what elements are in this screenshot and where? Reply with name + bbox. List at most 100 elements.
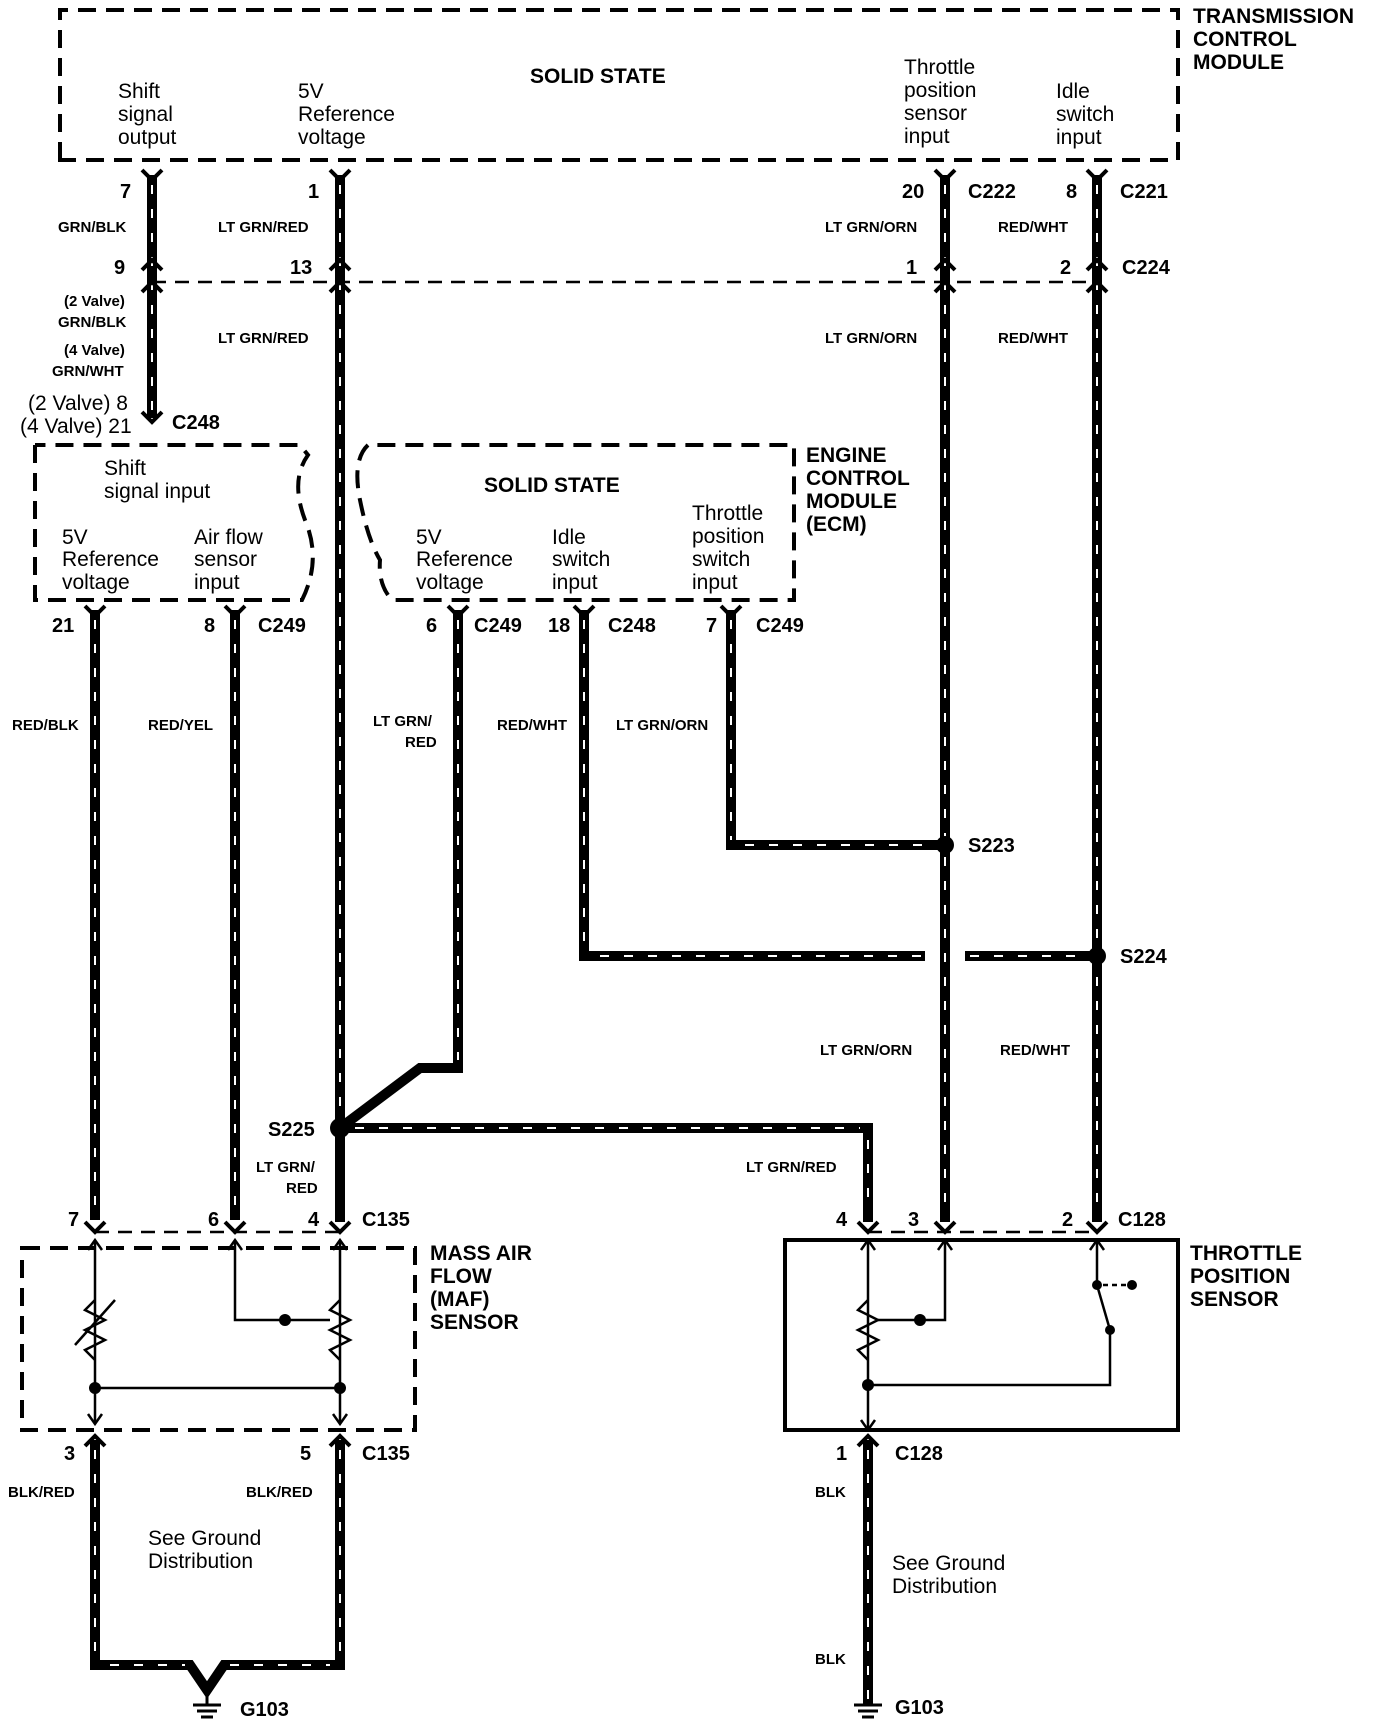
- connector-c249-b: C249: [474, 615, 522, 637]
- maf-title-1: MASS AIR: [430, 1242, 532, 1265]
- wire-label-lt-grn-orn-3: LT GRN/ORN: [616, 717, 708, 734]
- tcm-shift-output-3: output: [118, 126, 177, 149]
- wire-label-grn-blk: GRN/BLK: [58, 219, 126, 236]
- pin-c224-13: 13: [290, 257, 312, 279]
- wire-label-lt-grn-red-2: LT GRN/RED: [218, 330, 309, 347]
- tcm-idle-input-1: Idle: [1056, 80, 1090, 103]
- wire-label-blk-2: BLK: [815, 1651, 846, 1668]
- connector-c248-b: C248: [608, 615, 656, 637]
- ecm-title-1: ENGINE: [806, 444, 887, 467]
- ecm-idle-1: Idle: [552, 526, 586, 549]
- ground-g103-left: G103: [240, 1699, 289, 1721]
- ecm-shift-input-2: signal input: [104, 480, 210, 503]
- pin-tcm-8: 8: [1066, 181, 1077, 203]
- wire-label-lt-grn-slash: LT GRN/: [373, 713, 433, 730]
- connector-marks: [140, 168, 1109, 294]
- wire-label-red-wht-1: RED/WHT: [998, 219, 1068, 236]
- wire-label-lt-grn-orn-4: LT GRN/ORN: [820, 1042, 912, 1059]
- pin-maf-3: 3: [64, 1443, 75, 1465]
- ground-note-right-1: See Ground: [892, 1552, 1005, 1575]
- throttle-position-sensor: THROTTLE POSITION SENSOR: [783, 1237, 1302, 1433]
- ecm-ref-right-1: 5V: [416, 526, 442, 549]
- tcm-tps-input-2: position: [904, 79, 976, 102]
- ecm-title-2: CONTROL: [806, 467, 910, 490]
- ground-note-left-1: See Ground: [148, 1527, 261, 1550]
- ecm-tps-switch-1: Throttle: [692, 502, 763, 525]
- splice-s225: [330, 1118, 350, 1138]
- ecm-shift-input-1: Shift: [104, 457, 146, 480]
- ecm-connector-marks: [83, 410, 743, 619]
- maf-variable-resistor: [82, 1299, 108, 1361]
- ground-g103-right: G103: [895, 1697, 944, 1719]
- tcm-title-1: TRANSMISSION: [1193, 5, 1354, 28]
- splice-s224-label: S224: [1120, 946, 1168, 968]
- tcm-ref-voltage-3: voltage: [298, 126, 366, 149]
- connector-c128-top: C128: [1118, 1209, 1166, 1231]
- wire-label-red-blk: RED/BLK: [12, 717, 79, 734]
- c135-c128-marks: [83, 1220, 1109, 1235]
- pin-ecm-18: 18: [548, 615, 570, 637]
- pin-tps-1: 1: [836, 1443, 847, 1465]
- tps-title-2: POSITION: [1190, 1265, 1290, 1288]
- ground-symbol-left: [193, 1690, 221, 1719]
- wire-label-red-yel: RED/YEL: [148, 717, 213, 734]
- wire-label-2-valve: (2 Valve): [64, 293, 125, 310]
- ecm-idle-3: input: [552, 571, 598, 594]
- pin-c224-1: 1: [906, 257, 917, 279]
- pin-maf-4: 4: [308, 1209, 320, 1231]
- pin-ecm-6: 6: [426, 615, 437, 637]
- wire-label-red-a: RED: [405, 734, 437, 751]
- ground-note-left-2: Distribution: [148, 1550, 253, 1573]
- pin-tps-3: 3: [908, 1209, 919, 1231]
- maf-title-2: FLOW: [430, 1265, 492, 1288]
- tcm-shift-output-1: Shift: [118, 80, 160, 103]
- splice-s224: [1088, 947, 1106, 965]
- connector-c222: C222: [968, 181, 1016, 203]
- ground-connector-marks: [83, 1433, 880, 1448]
- wire-label-lt-grn-orn-1: LT GRN/ORN: [825, 219, 917, 236]
- tps-title-1: THROTTLE: [1190, 1242, 1302, 1265]
- ecm-airflow-1: Air flow: [194, 526, 264, 549]
- wire-label-grn-wht: GRN/WHT: [52, 363, 124, 380]
- pin-tps-2: 2: [1062, 1209, 1073, 1231]
- wire-label-lt-grn-red-3: LT GRN/RED: [746, 1159, 837, 1176]
- ecm-tps-switch-2: position: [692, 525, 764, 548]
- pin-c224-9: 9: [114, 257, 125, 279]
- wire-label-lt-grn-slash-2: LT GRN/: [256, 1159, 316, 1176]
- tcm-idle-input-2: switch: [1056, 103, 1114, 126]
- tcm-wires: [147, 175, 1102, 1222]
- ecm-ref-left-1: 5V: [62, 526, 88, 549]
- wire-label-4-valve: (4 Valve): [64, 342, 125, 359]
- connector-c249-c: C249: [756, 615, 804, 637]
- ecm-solid-state: SOLID STATE: [484, 474, 620, 497]
- pin-maf-5: 5: [300, 1443, 311, 1465]
- wire-label-lt-grn-red-1: LT GRN/RED: [218, 219, 309, 236]
- connector-c248-top: C248: [172, 412, 220, 434]
- ecm-idle-2: switch: [552, 548, 610, 571]
- pin-maf-7: 7: [68, 1209, 79, 1231]
- wire-label-red-b: RED: [286, 1180, 318, 1197]
- maf-potentiometer: [327, 1299, 353, 1361]
- pin-tcm-20: 20: [902, 181, 924, 203]
- wire-label-blk-red-2: BLK/RED: [246, 1484, 313, 1501]
- wire-lt-grn-red-ecm: [337, 610, 463, 1132]
- wire-lt-grn-orn-ecm: [726, 610, 945, 850]
- ecm-wires: [90, 610, 1097, 1222]
- ecm-box: Shift signal input 5V Reference voltage …: [33, 443, 910, 602]
- pin-maf-6: 6: [208, 1209, 219, 1231]
- tps-potentiometer: [855, 1299, 881, 1361]
- tcm-ref-voltage-2: Reference: [298, 103, 395, 126]
- tcm-idle-input-3: input: [1056, 126, 1102, 149]
- ground-symbol-right: [854, 1703, 882, 1719]
- ecm-ref-left-3: voltage: [62, 571, 130, 594]
- connector-c135-top: C135: [362, 1209, 410, 1231]
- pin-ecm-8: 8: [204, 615, 215, 637]
- splice-s225-label: S225: [268, 1119, 315, 1141]
- tcm-tps-input-4: input: [904, 125, 950, 148]
- splice-s223-label: S223: [968, 835, 1015, 857]
- splice-s223: [936, 836, 954, 854]
- tcm-tps-input-1: Throttle: [904, 56, 975, 79]
- connector-c221: C221: [1120, 181, 1168, 203]
- maf-sensor: MASS AIR FLOW (MAF) SENSOR: [20, 1237, 532, 1432]
